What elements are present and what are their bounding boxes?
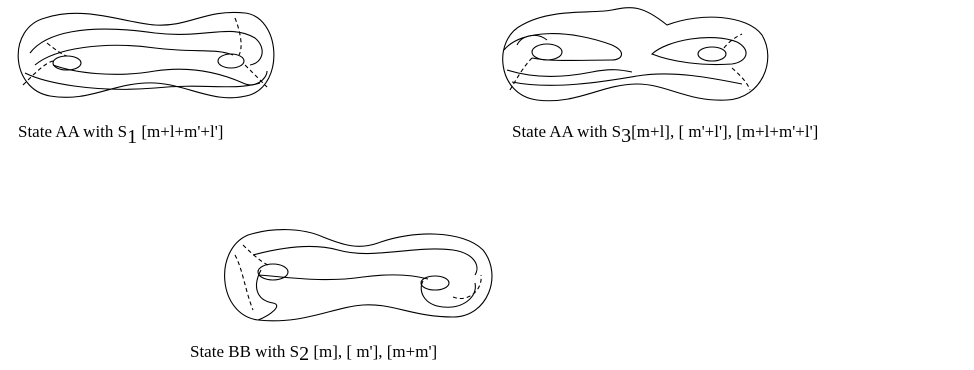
genus-two-surface-diagram [502,7,769,102]
caption-subscript: 3 [621,125,632,147]
curve-outer [24,72,261,90]
right-hole [217,53,245,69]
curve-back-left [234,254,254,311]
curve-left-loop [255,269,278,321]
curve-back-left [22,60,54,86]
caption-bb-s2: State BB with S2 [m], [ m'], [m+m'] [190,340,438,365]
left-hole [52,55,82,71]
caption-suffix: [m+l+m'+l'] [141,122,224,141]
curve-lower-left [506,69,633,77]
caption-prefix: State AA with S [512,122,622,141]
surface-outline [17,11,275,99]
curve-upper-right [650,36,747,66]
curve-back-top [723,33,743,49]
surface-outline [502,7,769,102]
caption-suffix: [m], [ m'], [m+m'] [313,342,438,361]
caption-suffix: [m+l], [ m'+l'], [m+l+m'+l'] [631,122,819,141]
curve-upper-left [503,33,622,62]
curve-left-loop [516,34,548,46]
curve-back-right [452,274,482,299]
curve-back-left-2 [46,42,68,57]
curve-upper [29,28,263,66]
curve-back-right-2 [244,64,268,88]
figure-aa-s3 [492,0,777,110]
caption-prefix: State AA with S [18,122,128,141]
caption-aa-s3: State AA with S3[m+l], [ m'+l'], [m+l+m'… [512,120,819,147]
caption-aa-s1: State AA with S1 [m+l+m'+l'] [18,120,224,148]
curve-back-right [234,17,242,56]
curve-back-left-2 [242,244,269,266]
caption-prefix: State BB with S [190,342,300,361]
left-hole [531,43,563,61]
curve-lower [257,274,429,281]
curve-upper [252,245,478,276]
figure-bb-s2 [213,225,498,325]
right-hole [420,275,450,291]
curve-middle [34,44,234,66]
figure-aa-s1 [5,3,285,108]
right-hole [697,46,727,62]
left-hole [257,263,289,281]
curve-back-left [509,57,533,91]
curve-lower [511,73,743,86]
caption-subscript: 1 [127,126,138,148]
genus-two-surface-diagram [224,229,493,322]
curve-back-right [731,67,751,91]
caption-subscript: 2 [299,343,310,365]
genus-two-surface-diagram [17,11,275,99]
